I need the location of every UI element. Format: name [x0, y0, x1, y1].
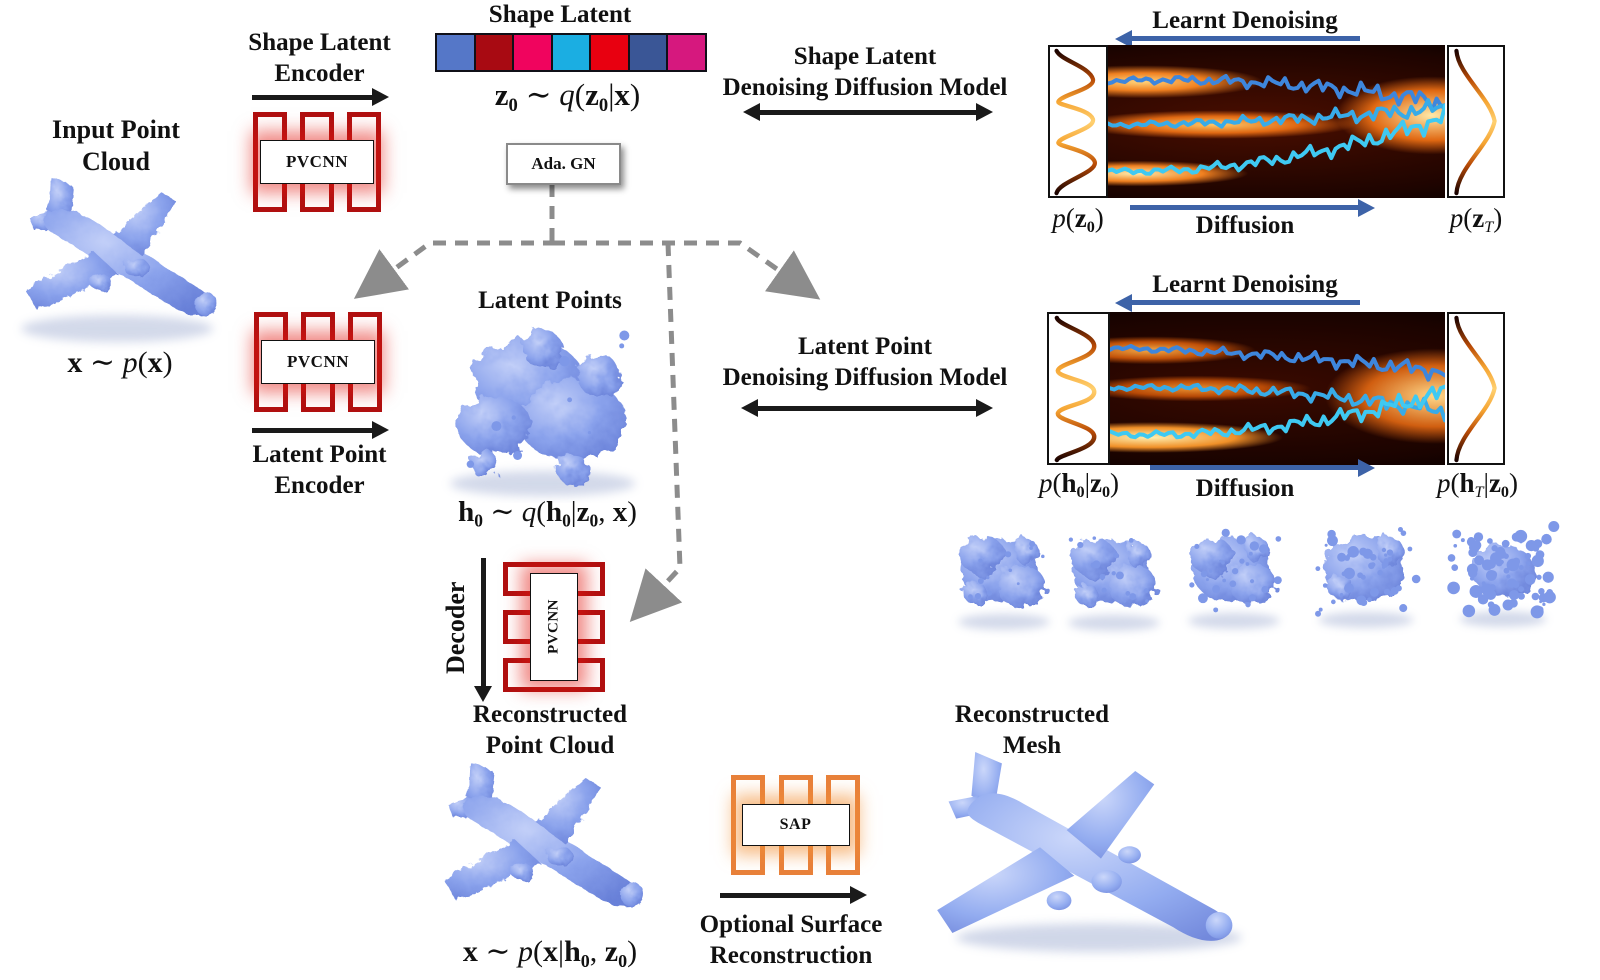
latent-cell	[589, 33, 630, 72]
latent-encoder-arrow-icon	[252, 428, 374, 433]
connector-to-latent-encoder	[353, 240, 556, 299]
panel1-p-zT-label: p(zT)	[1449, 203, 1503, 237]
panel1-left-distribution	[1048, 45, 1108, 198]
latent-points-figure	[450, 329, 636, 497]
latent-cell	[435, 33, 476, 72]
airplane-shadow	[21, 315, 214, 343]
pvcnn-block-decoder: PVCNN	[503, 562, 605, 692]
blob-shadow	[450, 470, 636, 497]
diffusion-blob-3	[1188, 528, 1282, 629]
panel2-learnt-denoising-label: Learnt Denoising	[1152, 271, 1338, 298]
sap-block: SAP	[731, 775, 860, 875]
panel2-diffusion-label: Diffusion	[1195, 475, 1295, 502]
diffusion-blob-5	[1447, 521, 1560, 627]
gaussian-density-curve	[1454, 315, 1497, 463]
diffusion-blob-4	[1315, 526, 1421, 628]
latent-points-blob	[456, 329, 626, 485]
panel1-right-distribution	[1447, 45, 1505, 198]
shape-latent-formula: z0 ∼ q(z0|x)	[494, 77, 641, 116]
latent-cell	[666, 33, 708, 72]
panel2-denoising-arrow-icon	[1130, 300, 1360, 305]
airplane-mesh	[937, 752, 1233, 941]
pvcnn-label: PVCNN	[260, 140, 374, 184]
airplane-point-cloud	[24, 176, 218, 317]
latent-points-satellites	[466, 330, 630, 468]
input-point-cloud-figure	[21, 176, 218, 343]
panel2-right-distribution	[1447, 312, 1505, 465]
panel1-diffusion-heatmap	[1108, 45, 1445, 198]
mesh-shadow	[956, 923, 1242, 952]
panel1-diffusion-arrow-icon	[1130, 205, 1360, 210]
decoder-arrow-icon	[481, 558, 486, 688]
gaussian-density-curve	[1454, 48, 1497, 196]
shape-ddm-double-arrow-icon	[758, 110, 978, 115]
pvcnn-block-shape-encoder: PVCNN	[253, 112, 381, 212]
panel2-left-distribution	[1047, 312, 1110, 465]
input-point-cloud-title: Input Point Cloud	[52, 115, 180, 176]
multimodal-density-curve	[1054, 315, 1097, 463]
latent-cell	[512, 33, 553, 72]
pvcnn-label: PVCNN	[530, 573, 578, 681]
latent-cell	[550, 33, 592, 72]
trajectory	[1108, 98, 1445, 130]
latent-cell	[627, 33, 669, 72]
reconstruction-formula: x ∼ p(x|h0, z0)	[462, 935, 638, 971]
trajectory	[1110, 343, 1445, 382]
ada-gn-box: Ada. GN	[506, 143, 621, 185]
latent-cell	[473, 33, 515, 72]
panel1-denoising-arrow-icon	[1130, 36, 1360, 41]
trajectory	[1108, 104, 1445, 176]
trajectory	[1108, 74, 1445, 112]
pvcnn-label: PVCNN	[261, 340, 375, 384]
reconstructed-point-cloud-title: Reconstructed Point Cloud	[472, 701, 628, 759]
shape-latent-ddm-label: Shape Latent Denoising Diffusion Model	[722, 43, 1008, 101]
connector-to-latent-ddm	[552, 240, 821, 300]
reconstructed-mesh-figure	[937, 752, 1242, 952]
sap-label: SAP	[741, 804, 850, 846]
diffusion-blob-1	[958, 535, 1050, 630]
latent-points-formula: h0 ∼ q(h0|z0, x)	[458, 496, 637, 531]
shape-encoder-arrow-icon	[252, 95, 374, 100]
pvcnn-block-latent-encoder: PVCNN	[254, 312, 382, 412]
reconstructed-point-cloud-figure	[395, 752, 690, 942]
latent-point-encoder-label: Latent Point Encoder	[252, 441, 387, 499]
shape-latent-encoder-label: Shape Latent Encoder	[248, 29, 391, 87]
latent-ddm-double-arrow-icon	[756, 406, 978, 411]
shape-latent-vector	[435, 33, 708, 72]
panel2-p-hT-label: p(hT|z0)	[1436, 468, 1519, 502]
shape-latent-title: Shape Latent	[488, 1, 632, 28]
multimodal-density-curve	[1054, 48, 1097, 196]
input-formula: x ∼ p(x)	[67, 346, 173, 379]
optional-surface-reconstruction-label: Optional Surface Reconstruction	[699, 911, 883, 969]
latent-point-ddm-label: Latent Point Denoising Diffusion Model	[722, 333, 1008, 391]
panel2-diffusion-arrow-icon	[1150, 465, 1360, 470]
latent-points-title: Latent Points	[478, 287, 622, 314]
reconstructed-mesh-title: Reconstructed Mesh	[954, 701, 1110, 759]
diffusion-blob-2	[1068, 536, 1160, 631]
panel1-diffusion-label: Diffusion	[1195, 212, 1295, 239]
decoder-label: Decoder	[441, 581, 470, 674]
panel2-diffusion-heatmap	[1110, 312, 1445, 465]
panel2-p-h0-label: p(h0|z0)	[1038, 468, 1120, 502]
surface-reconstruction-arrow-icon	[720, 893, 852, 898]
panel1-p-z0-label: p(z0)	[1052, 203, 1104, 237]
trajectory	[1110, 384, 1445, 440]
panel1-learnt-denoising-label: Learnt Denoising	[1152, 7, 1338, 34]
